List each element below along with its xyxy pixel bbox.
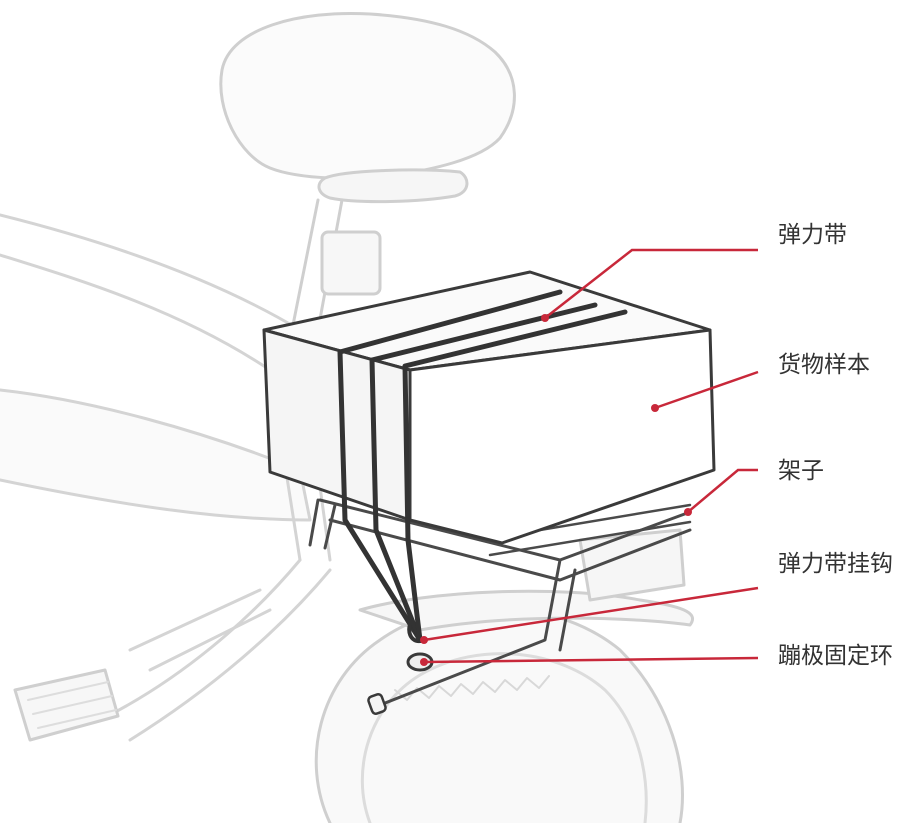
rear-light (578, 528, 686, 602)
callout-line-strap-hook (423, 586, 759, 642)
chainstay (98, 558, 332, 742)
seat-post-light (320, 230, 382, 296)
callout-dot-elastic-strap (541, 314, 549, 322)
pedal (13, 668, 120, 742)
callout-dot-rack (684, 508, 692, 516)
rear-tire (314, 605, 684, 825)
callout-line-elastic-strap (544, 248, 758, 319)
strap-2 (369, 302, 598, 643)
saddle (219, 11, 516, 180)
label-cargo-sample: 货物样本 (778, 352, 870, 378)
callout-line-cargo-sample (654, 370, 759, 410)
rear-fender (358, 589, 694, 632)
rack-frame (318, 498, 692, 707)
label-footrest-ring: 蹦极固定环 (778, 643, 893, 669)
label-strap-hook: 弹力带挂钩 (778, 551, 893, 577)
callout-dot-footrest-ring (420, 658, 428, 666)
top-tube (0, 213, 302, 372)
rack-stay (308, 498, 337, 550)
tire-tread (394, 675, 550, 701)
label-elastic-strap: 弹力带 (778, 222, 847, 248)
callout-line-footrest-ring (423, 656, 759, 664)
callout-dot-strap-hook (420, 636, 428, 644)
callout-line-rack (687, 468, 758, 513)
down-tube (0, 388, 312, 522)
footrest-bar (367, 693, 387, 715)
callout-dot-cargo-sample (651, 404, 659, 412)
label-rack: 架子 (778, 458, 824, 484)
strap-1 (337, 289, 563, 643)
saddle-clamp (317, 168, 469, 204)
strap-3 (402, 309, 628, 643)
crank-arm (128, 588, 272, 672)
